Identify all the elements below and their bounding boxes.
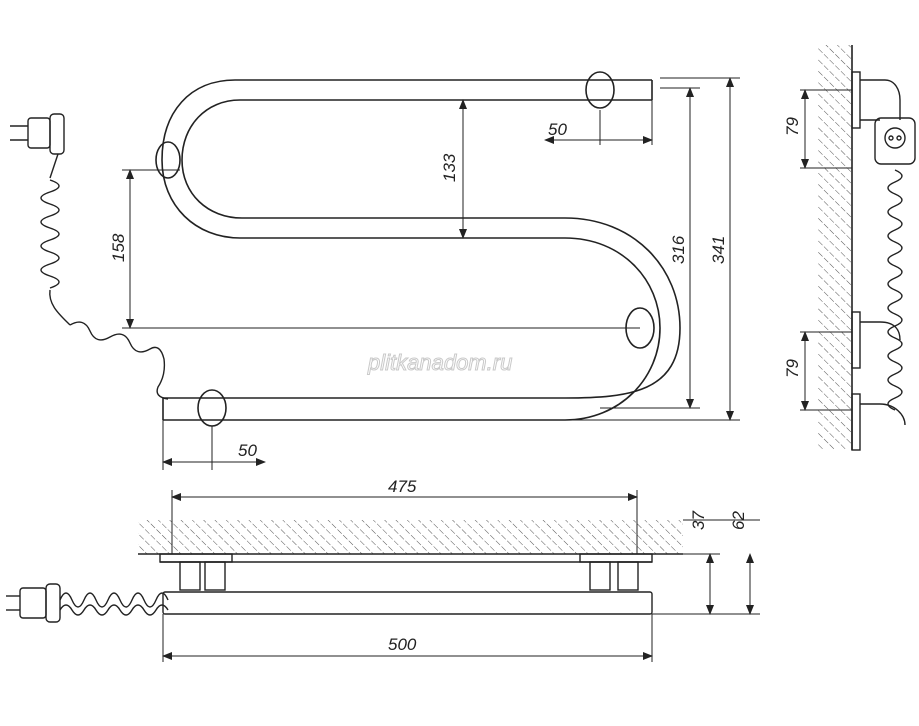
side-view: [800, 45, 916, 451]
mount-disc-left: [155, 141, 181, 179]
coil-cord-icon: [40, 179, 60, 289]
dim-side-bracket-top: 79: [783, 117, 802, 136]
side-coil-icon: [887, 169, 903, 411]
wall-top-section: [138, 520, 683, 554]
plug-icon: [27, 117, 51, 149]
dim-top-depth-total: 62: [729, 511, 748, 530]
top-coil-icon: [59, 592, 169, 608]
top-view: [6, 490, 760, 662]
dim-front-height-total: 341: [709, 236, 728, 264]
plug-top-icon: [19, 587, 47, 619]
plug-cord-front: [10, 113, 169, 400]
dim-front-mount-spacing: 158: [109, 233, 128, 262]
dim-front-offset-bottom: 50: [238, 441, 257, 460]
dim-top-depth-inner: 37: [689, 511, 708, 530]
dim-top-total-width: 500: [388, 635, 417, 654]
front-view: [155, 71, 681, 427]
dim-front-inner-height: 133: [440, 153, 459, 182]
tube-top: [162, 591, 653, 615]
s-tube-inner: [163, 99, 681, 399]
dim-front-height-inner: 316: [669, 235, 688, 264]
dim-side-bracket-bottom: 79: [783, 359, 802, 378]
watermark: plitkanadom.ru: [367, 350, 512, 375]
dim-top-mount-width: 475: [388, 477, 417, 496]
wall-section: [818, 45, 852, 450]
socket-icon: [874, 117, 916, 165]
s-tube-outer: [161, 79, 661, 421]
mount-disc-top-right: [585, 71, 615, 109]
front-dimensions: [122, 77, 740, 470]
dim-front-offset-top: 50: [548, 120, 567, 139]
